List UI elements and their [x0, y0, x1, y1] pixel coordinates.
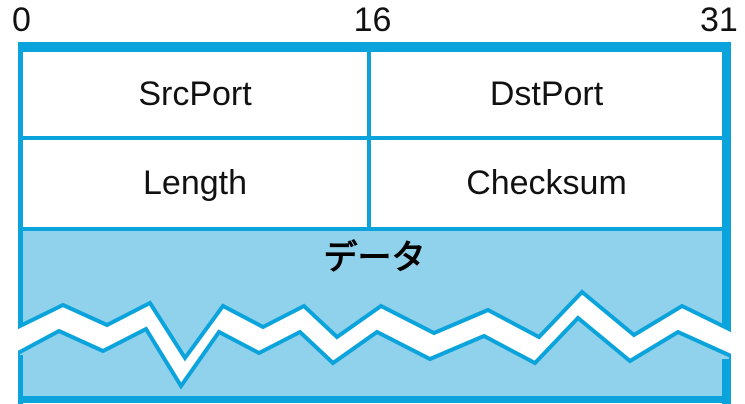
field-cell-checksum: Checksum: [371, 140, 722, 227]
column-divider: [367, 140, 371, 227]
data-section-label: データ: [323, 239, 426, 277]
table-row: Length Checksum: [23, 140, 722, 227]
field-cell-dstport: DstPort: [371, 52, 722, 136]
table-row: SrcPort DstPort: [23, 52, 722, 136]
bit-label-end: 31: [700, 1, 738, 39]
row-divider: [23, 136, 722, 140]
data-section: [18, 227, 731, 404]
header-fields-table: SrcPort DstPort Length Checksum: [18, 42, 731, 227]
column-divider: [367, 52, 371, 136]
data-area-lower: [18, 315, 731, 402]
zigzag-tear-graphic: [18, 227, 731, 404]
field-cell-length: Length: [23, 140, 367, 227]
bit-label-middle: 16: [353, 1, 392, 39]
bit-label-start: 0: [12, 1, 31, 39]
field-cell-srcport: SrcPort: [23, 52, 367, 136]
data-area-upper: [18, 227, 731, 362]
